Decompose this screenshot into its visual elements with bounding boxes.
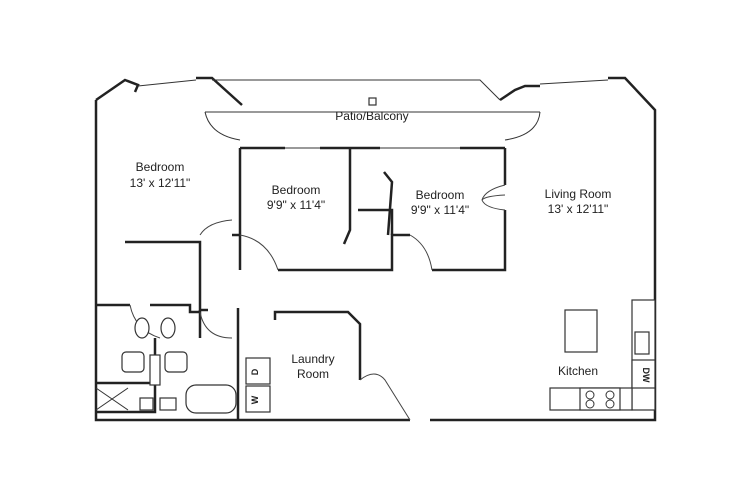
outer-walls xyxy=(94,76,657,422)
bedroom2-size: 9'9" x 11'4" xyxy=(267,198,325,212)
dishwasher xyxy=(631,359,656,389)
bath-walls xyxy=(95,219,237,414)
burner-4 xyxy=(605,399,615,409)
sink-kitchen xyxy=(634,331,650,355)
bedroom3-name: Bedroom xyxy=(416,188,465,202)
kitchen: DW Kitchen xyxy=(549,299,656,411)
burner-1 xyxy=(585,390,595,400)
kitchen-label: Kitchen xyxy=(558,364,598,378)
bedroom-walls xyxy=(232,146,507,272)
laundry-room: W D Laundry Room xyxy=(236,308,411,421)
laundry-label-2: Room xyxy=(297,367,329,381)
living-name: Living Room xyxy=(545,187,612,201)
patio-balcony: Patio/Balcony xyxy=(204,97,541,141)
washer-label: W xyxy=(250,395,260,404)
vanity xyxy=(149,354,161,386)
linen-2 xyxy=(159,397,177,411)
toilet-1 xyxy=(134,317,150,339)
linen-1 xyxy=(139,397,154,411)
laundry-label-1: Laundry xyxy=(291,352,334,366)
dryer xyxy=(245,357,271,385)
toilet-2 xyxy=(160,317,176,339)
burner-2 xyxy=(605,390,615,400)
bathtub xyxy=(185,384,237,414)
dryer-label: D xyxy=(250,368,260,375)
stove xyxy=(579,387,621,411)
kitchen-island xyxy=(564,309,598,353)
counter xyxy=(631,299,656,411)
bedroom1-name: Bedroom xyxy=(136,160,185,174)
sink-1 xyxy=(121,351,145,373)
bedroom3-size: 9'9" x 11'4" xyxy=(411,203,469,217)
washer xyxy=(245,385,271,413)
dishwasher-label: DW xyxy=(641,368,651,383)
patio-label: Patio/Balcony xyxy=(335,109,408,123)
bedroom1-size: 13' x 12'11" xyxy=(130,176,191,190)
living-size: 13' x 12'11" xyxy=(548,202,609,216)
sink-2 xyxy=(164,351,188,373)
patio-post xyxy=(368,97,377,106)
burner-3 xyxy=(585,399,595,409)
bedroom2-name: Bedroom xyxy=(272,183,321,197)
